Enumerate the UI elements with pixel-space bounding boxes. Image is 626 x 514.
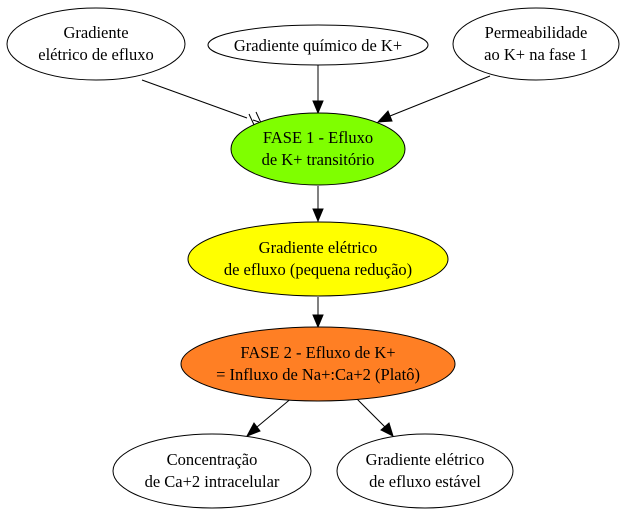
arrowhead-icon [312,208,324,223]
node-label-line-2: = Influxo de Na+:Ca+2 (Platô) [216,365,420,384]
node-shape [112,433,312,509]
node-label-line-1: Gradiente elétrico [259,238,378,257]
node-label-line-1: FASE 1 - Efluxo [263,128,373,147]
node-fase2: FASE 2 - Efluxo de K+ = Influxo de Na+:C… [180,326,456,402]
edge-gradiente-quimico-to-fase1 [312,65,324,115]
node-shape [6,7,186,81]
node-shape [180,326,456,402]
node-gradiente-quimico: Gradiente químico de K+ [207,24,429,66]
node-fase1: FASE 1 - Efluxo de K+ transitório [230,112,406,186]
node-shape [452,7,620,81]
node-permeabilidade: Permeabilidade ao K+ na fase 1 [452,7,620,81]
node-shape [336,433,514,509]
node-label-line-2: de Ca+2 intracelular [145,472,280,491]
node-concentracao-ca: Concentração de Ca+2 intracelular [112,433,312,509]
edge-gradiente-pequena-to-fase2 [312,297,324,329]
edge-line [256,396,294,428]
nodes-layer: Gradiente elétrico de efluxo Gradiente q… [6,7,620,509]
node-shape [207,24,429,66]
edge-line [354,396,386,428]
node-gradiente-estavel: Gradiente elétrico de efluxo estável [336,433,514,509]
arrowhead-icon [380,422,394,437]
node-label-line-1: Permeabilidade [485,23,588,42]
node-label-line-2: ao K+ na fase 1 [484,45,588,64]
tee-stem [252,119,260,123]
edge-fase2-to-gradiente-estavel [354,396,394,437]
edge-line [389,75,491,117]
edge-fase1-to-gradiente-pequena [312,186,324,223]
node-label-line-1: Gradiente [63,23,128,42]
node-shape [230,112,406,186]
edge-fase2-to-concentracao [245,396,294,437]
node-label-line-2: de K+ transitório [262,150,375,169]
edges-layer [141,65,491,437]
node-label-line-1: Gradiente elétrico [366,450,485,469]
arrowhead-icon [376,110,393,123]
node-gradiente-eletrico-efluxo: Gradiente elétrico de efluxo [6,7,186,81]
node-gradiente-pequena-reducao: Gradiente elétrico de efluxo (pequena re… [187,221,449,297]
node-label-line-2: elétrico de efluxo [38,45,153,64]
node-label-line-1: FASE 2 - Efluxo de K+ [240,343,395,362]
arrowhead-icon [312,100,324,115]
node-shape [187,221,449,297]
node-label-line-1: Concentração [167,450,258,469]
edge-gradiente-eletrico-to-fase1 [141,79,263,128]
node-label-line-2: de efluxo estável [369,472,481,491]
arrowhead-icon [245,422,261,437]
node-label-line-2: de efluxo (pequena redução) [224,260,412,279]
edge-line [141,79,248,119]
arrowhead-icon [312,314,324,329]
edge-permeabilidade-to-fase1 [376,75,491,123]
node-label-line-1: Gradiente químico de K+ [234,36,402,55]
